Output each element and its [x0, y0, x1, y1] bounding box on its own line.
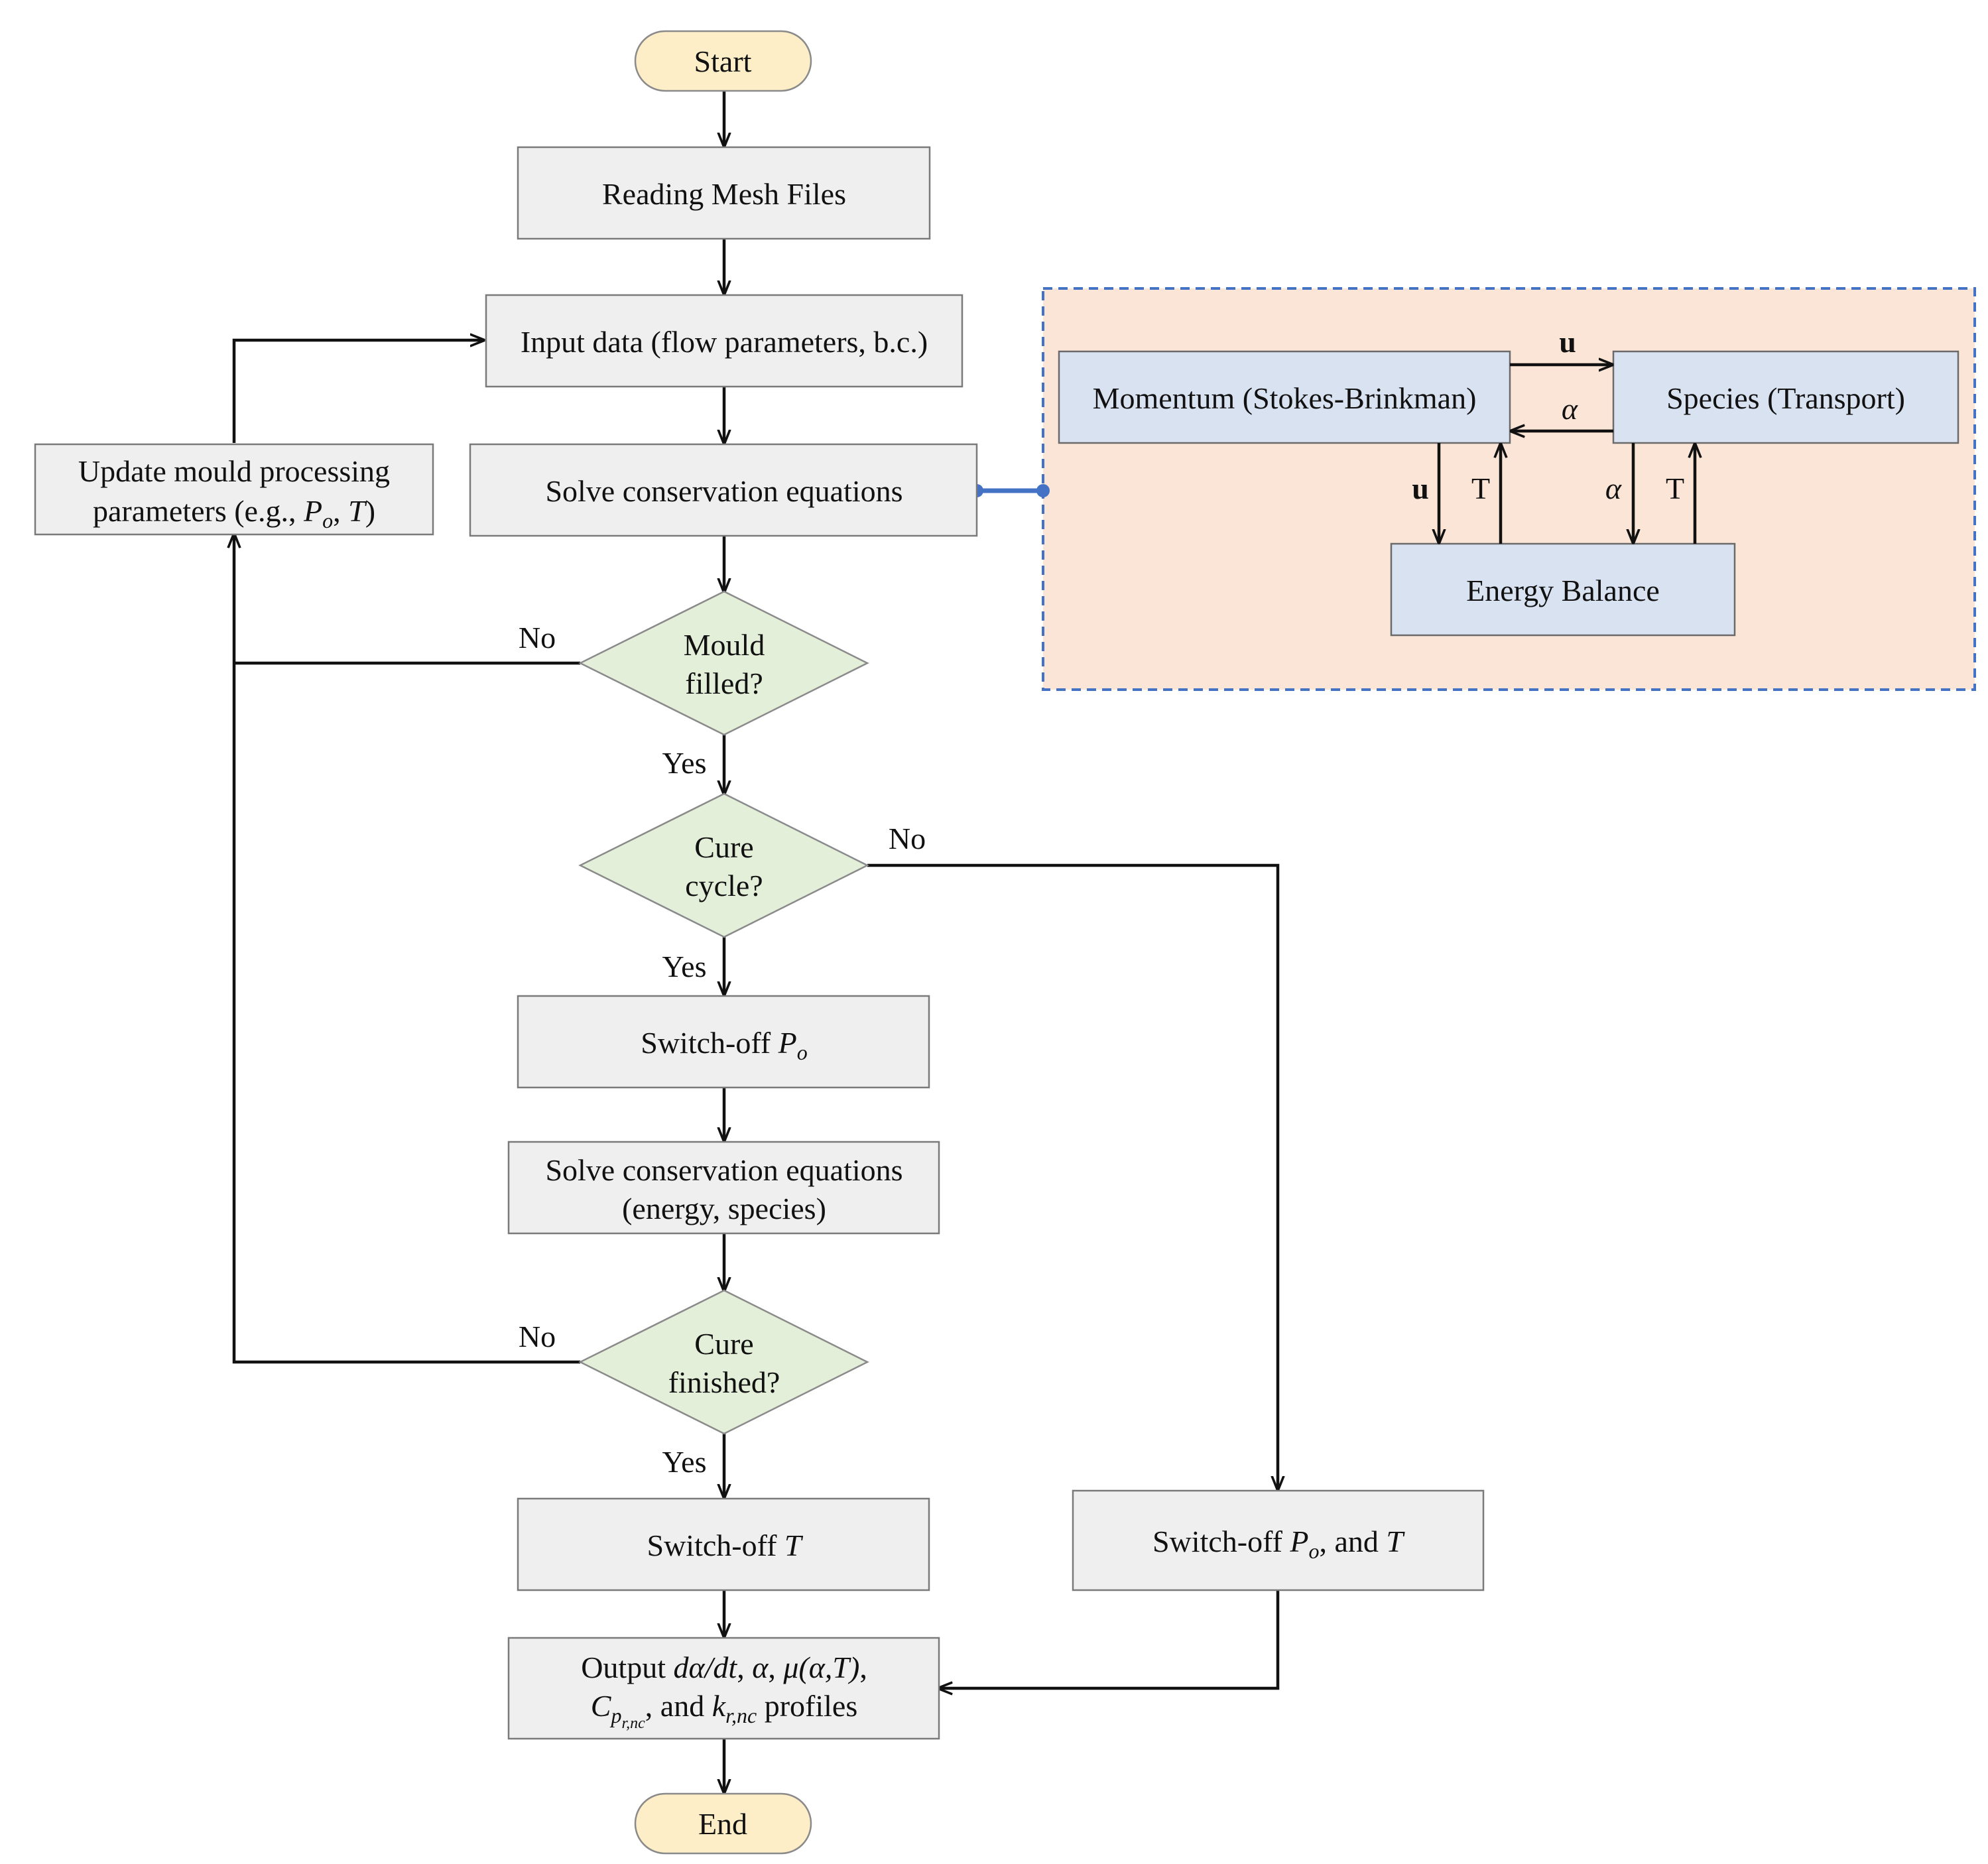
energy-box: Energy Balance	[1390, 542, 1736, 637]
solve-node: Solve conservation equations	[469, 443, 978, 537]
line-update-to-input	[232, 340, 483, 443]
label-t-left: T	[1471, 471, 1490, 505]
cure-fin-label-line1: Cure	[694, 1327, 753, 1361]
mould-label-line1: Mould	[684, 628, 765, 662]
label-mould-yes: Yes	[662, 746, 707, 780]
label-t-right: T	[1666, 471, 1684, 505]
switch-off-po-t-label: Switch-off Po, and T	[1152, 1524, 1405, 1563]
input-data-label: Input data (flow parameters, b.c.)	[521, 325, 928, 359]
label-alpha-top: α	[1562, 392, 1578, 426]
label-curecycle-no: No	[889, 822, 926, 855]
solve2-label-line1: Solve conservation equations	[545, 1153, 902, 1187]
cure-cycle-label-line1: Cure	[694, 830, 753, 864]
solve-label: Solve conservation equations	[545, 474, 902, 508]
label-u-top: u	[1559, 325, 1576, 359]
end-label: End	[698, 1807, 747, 1841]
label-curefin-yes: Yes	[662, 1445, 707, 1479]
end-node: End	[634, 1792, 812, 1855]
label-curefin-no: No	[519, 1320, 556, 1353]
line-curecycle-no-to-switchpot	[867, 863, 1278, 1489]
output-node: Output dα/dt, α, μ(α,T), Cpr,nc, and kr,…	[507, 1637, 940, 1740]
switch-off-t-node: Switch-off T	[517, 1497, 930, 1591]
read-mesh-label: Reading Mesh Files	[602, 177, 846, 211]
switch-off-t-label: Switch-off T	[647, 1528, 804, 1562]
label-alpha-right: α	[1605, 471, 1622, 505]
solve-energy-species-node: Solve conservation equations (energy, sp…	[507, 1141, 940, 1235]
momentum-box: Momentum (Stokes-Brinkman)	[1058, 350, 1511, 444]
switch-off-po-node: Switch-off Po	[517, 995, 930, 1089]
line-switchpot-to-output	[939, 1590, 1280, 1688]
start-label: Start	[694, 44, 752, 78]
momentum-label: Momentum (Stokes-Brinkman)	[1093, 381, 1477, 415]
cure-finished-decision: Cure finished?	[578, 1289, 869, 1435]
label-curecycle-yes: Yes	[662, 950, 707, 983]
species-label: Species (Transport)	[1666, 381, 1905, 415]
update-label-line2: parameters (e.g., Po, T)	[93, 494, 375, 532]
update-node: Update mould processing parameters (e.g.…	[34, 443, 434, 536]
output-label-line1: Output dα/dt, α, μ(α,T),	[581, 1650, 867, 1684]
switch-off-po-label: Switch-off Po	[641, 1026, 808, 1064]
mould-label-line2: filled?	[685, 666, 763, 700]
mould-filled-decision: Mould filled?	[578, 590, 869, 736]
switch-off-po-t-node: Switch-off Po, and T	[1072, 1489, 1485, 1591]
coupling-panel: Momentum (Stokes-Brinkman) Species (Tran…	[1042, 287, 1976, 691]
energy-label: Energy Balance	[1466, 574, 1660, 607]
label-u-left: u	[1412, 471, 1429, 505]
cure-cycle-decision: Cure cycle?	[578, 792, 869, 938]
cure-fin-label-line2: finished?	[668, 1365, 780, 1399]
species-box: Species (Transport)	[1612, 350, 1959, 444]
update-label-line1: Update mould processing	[78, 454, 390, 488]
line-curefin-no-to-update	[234, 534, 580, 1364]
output-label-line2: Cpr,nc, and kr,nc profiles	[591, 1689, 858, 1732]
label-mould-no: No	[519, 621, 556, 654]
start-node: Start	[634, 30, 812, 92]
solve2-label-line2: (energy, species)	[622, 1192, 826, 1225]
input-data-node: Input data (flow parameters, b.c.)	[485, 294, 963, 388]
read-mesh-node: Reading Mesh Files	[517, 146, 931, 240]
cure-cycle-label-line2: cycle?	[685, 869, 763, 902]
solve-coupling-connector	[970, 484, 1050, 497]
